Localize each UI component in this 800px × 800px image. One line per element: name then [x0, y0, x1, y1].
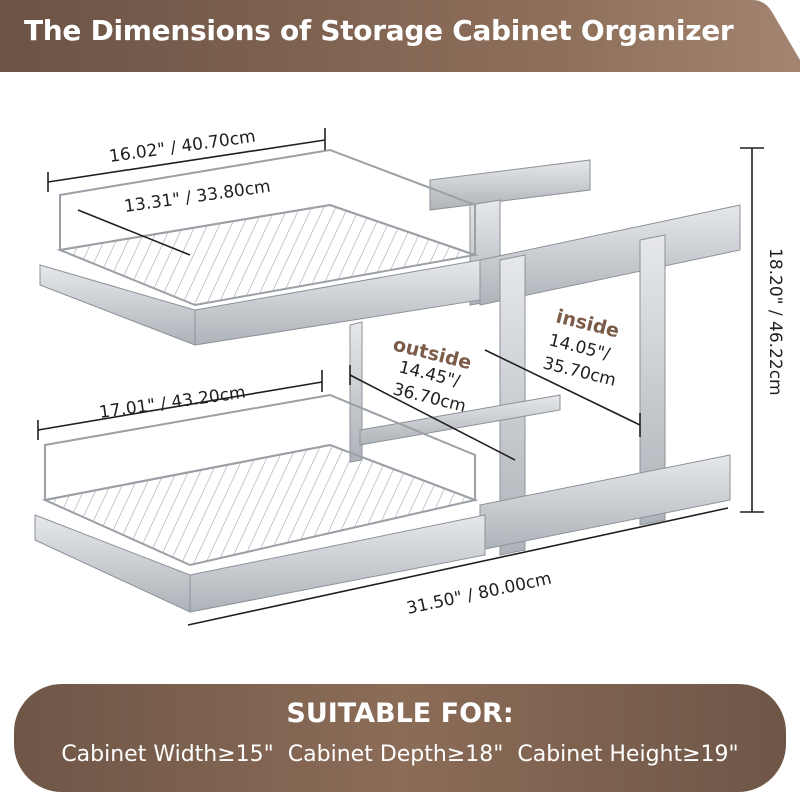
spec-cabinet-width: Cabinet Width≥15" [61, 742, 274, 767]
spec-cabinet-depth: Cabinet Depth≥18" [287, 742, 504, 767]
page-title: The Dimensions of Storage Cabinet Organi… [24, 14, 734, 47]
header-banner: The Dimensions of Storage Cabinet Organi… [0, 0, 800, 72]
height-label: 18.20" / 46.22cm [765, 248, 785, 396]
spec-cabinet-height: Cabinet Height≥19" [517, 742, 739, 767]
suitable-for-specs: Cabinet Width≥15" Cabinet Depth≥18" Cabi… [14, 742, 786, 767]
frame [349, 159, 741, 556]
suitable-for-title: SUITABLE FOR: [286, 698, 514, 729]
bottom-basket [34, 393, 486, 613]
top-basket [39, 148, 481, 346]
depth-label: 31.50" / 80.00cm [405, 569, 554, 619]
header-banner-shape [0, 0, 800, 72]
top-inner-width-label: 13.31" / 33.80cm [123, 177, 272, 217]
suitable-for-panel: SUITABLE FOR: Cabinet Width≥15" Cabinet … [14, 684, 786, 792]
product-illustration: 16.02" / 40.70cm 13.31" / 33.80cm 17.01"… [34, 127, 785, 626]
dimension-lines [37, 128, 764, 626]
bottom-width-label: 17.01" / 43.20cm [98, 383, 247, 423]
